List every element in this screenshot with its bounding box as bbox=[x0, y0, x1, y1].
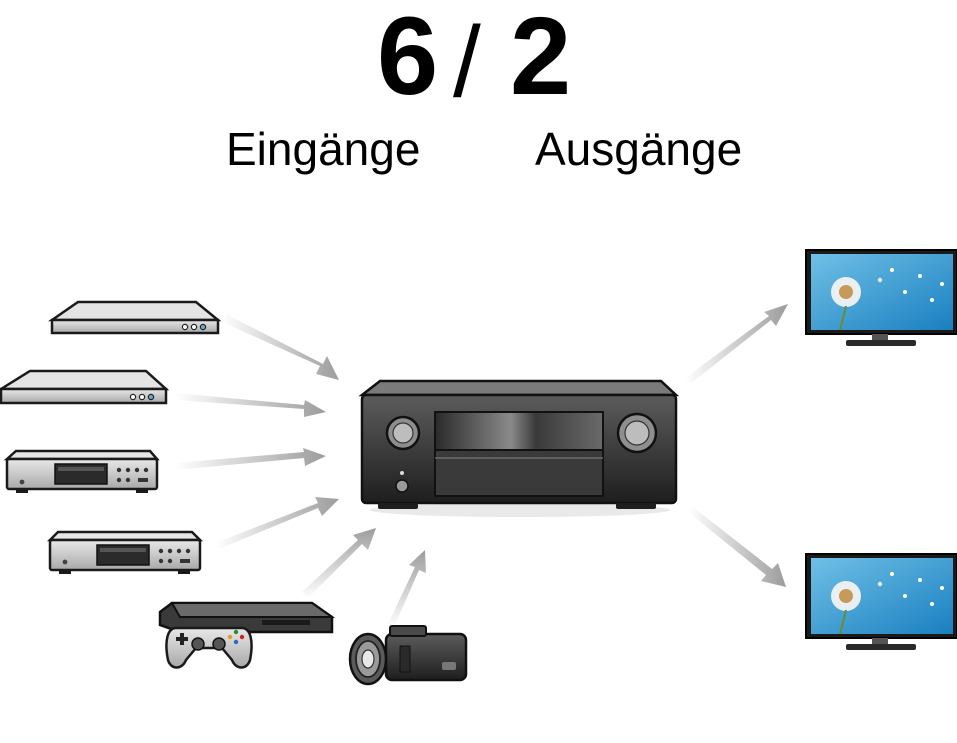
input-arrows bbox=[175, 314, 426, 627]
arrow-5 bbox=[302, 528, 376, 598]
output-arrows bbox=[685, 304, 788, 587]
dvd-player-icon bbox=[0, 369, 170, 405]
header: 6 / 2 Eingänge Ausgänge bbox=[0, 0, 957, 190]
outputs-count: 2 bbox=[510, 0, 572, 118]
media-player-icon bbox=[46, 530, 204, 574]
game-console-icon bbox=[158, 601, 336, 669]
arrow-6 bbox=[388, 550, 426, 627]
camcorder-icon bbox=[348, 625, 468, 686]
cd-player-icon bbox=[3, 449, 160, 493]
separator: / bbox=[453, 6, 481, 118]
arrow-out-2 bbox=[688, 507, 786, 587]
outputs-label: Ausgänge bbox=[535, 123, 743, 175]
inputs-label: Eingänge bbox=[226, 123, 421, 175]
arrow-out-1 bbox=[685, 304, 788, 384]
inputs-count: 6 bbox=[377, 0, 439, 118]
arrow-1 bbox=[222, 314, 339, 380]
arrow-4 bbox=[215, 497, 339, 549]
tv-icon bbox=[805, 249, 957, 346]
blu-ray-player-icon bbox=[47, 300, 222, 335]
arrow-3 bbox=[175, 448, 326, 470]
arrow-2 bbox=[175, 393, 326, 417]
tv-icon bbox=[805, 553, 957, 650]
av-receiver-icon bbox=[358, 379, 680, 517]
